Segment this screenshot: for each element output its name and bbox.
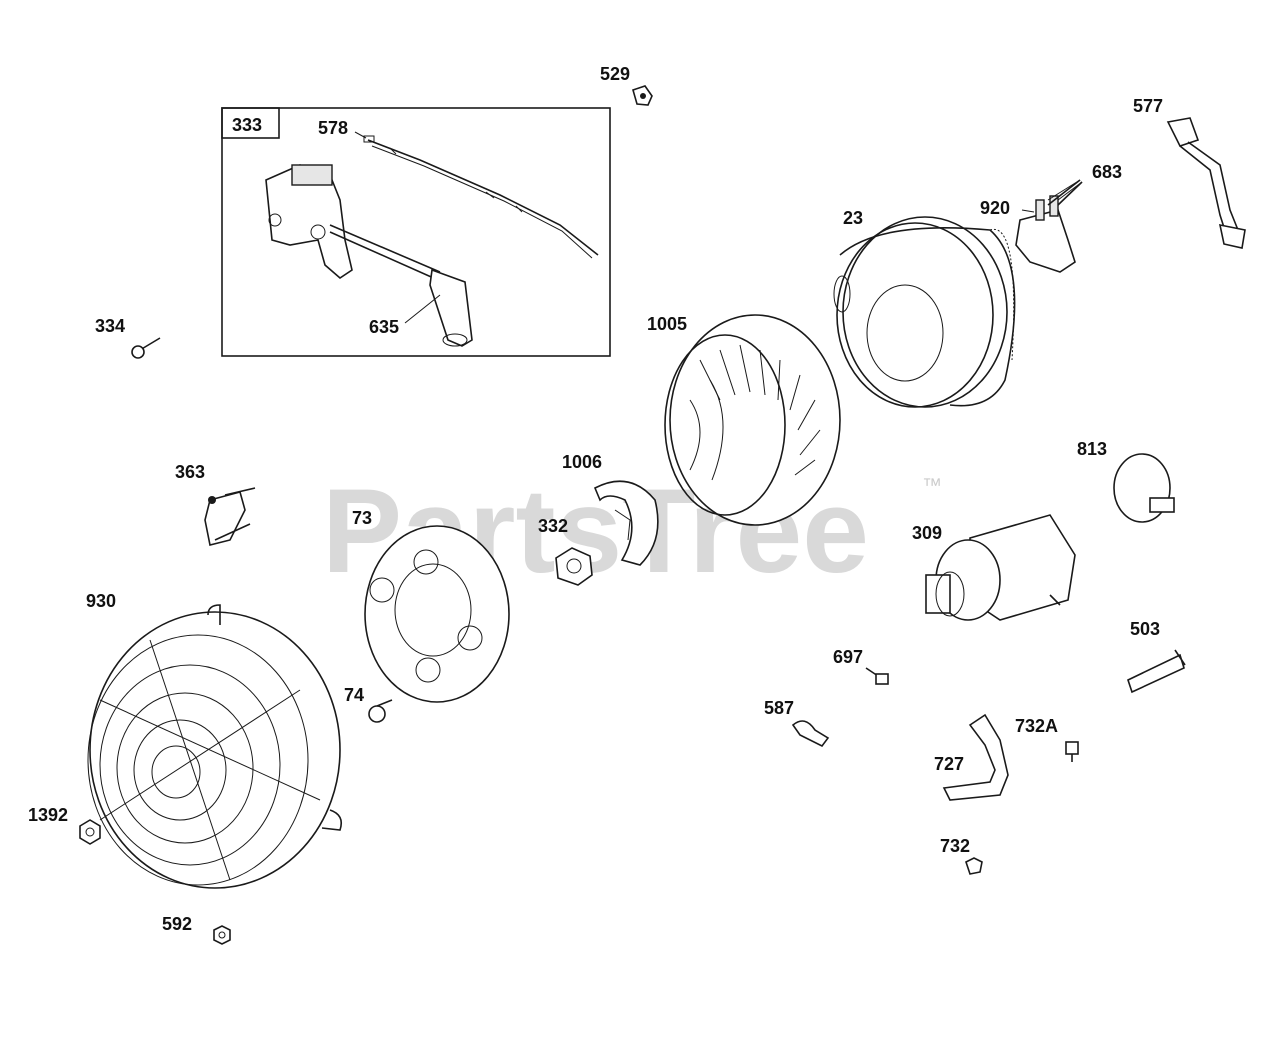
watermark-trademark: ™ [922, 475, 942, 497]
label-683: 683 [1092, 162, 1122, 182]
label-503: 503 [1130, 619, 1160, 639]
part-503-bracket[interactable] [1127, 649, 1186, 694]
label-23: 23 [843, 208, 863, 228]
part-23-flywheel[interactable] [833, 216, 1016, 408]
label-578: 578 [318, 118, 348, 138]
part-1006-plate[interactable] [593, 480, 659, 566]
part-930-guard[interactable] [87, 604, 343, 889]
part-920-solenoid[interactable] [1015, 179, 1083, 273]
label-334: 334 [95, 316, 125, 336]
part-578-wire[interactable] [363, 135, 599, 259]
label-732: 732 [940, 836, 970, 856]
part-577-spark-boot[interactable] [1166, 117, 1246, 249]
part-332-nut[interactable] [555, 547, 593, 586]
label-333: 333 [232, 115, 262, 135]
label-592: 592 [162, 914, 192, 934]
part-363-bracket[interactable] [204, 487, 256, 546]
label-697: 697 [833, 647, 863, 667]
part-732A-screw[interactable] [1065, 741, 1079, 762]
part-587-clip[interactable] [791, 720, 830, 748]
part-1005-fan[interactable] [664, 314, 841, 526]
part-1392-nut[interactable] [79, 819, 101, 845]
leader-lines [354, 131, 1083, 324]
label-73: 73 [352, 508, 372, 528]
label-1006: 1006 [562, 452, 602, 472]
label-635: 635 [369, 317, 399, 337]
part-813-clamp[interactable] [1113, 453, 1175, 523]
label-732A: 732A [1015, 716, 1058, 736]
label-813: 813 [1077, 439, 1107, 459]
part-ignition-module[interactable] [265, 164, 473, 347]
part-529-nut[interactable] [632, 85, 653, 106]
part-74-screw[interactable] [368, 699, 393, 723]
part-labels: 529 577 578 683 920 23 334 635 1005 813 … [28, 64, 1163, 934]
part-73-cover[interactable] [364, 525, 510, 703]
label-309: 309 [912, 523, 942, 543]
label-1392: 1392 [28, 805, 68, 825]
part-727-bracket[interactable] [942, 713, 1009, 801]
label-529: 529 [600, 64, 630, 84]
label-920: 920 [980, 198, 1010, 218]
part-334-screw[interactable] [131, 337, 161, 359]
part-697-screw[interactable] [865, 667, 889, 685]
label-587: 587 [764, 698, 794, 718]
label-332: 332 [538, 516, 568, 536]
kit-box-333[interactable]: 333 [221, 107, 611, 357]
label-577: 577 [1133, 96, 1163, 116]
label-363: 363 [175, 462, 205, 482]
label-930: 930 [86, 591, 116, 611]
label-727: 727 [934, 754, 964, 774]
part-309-starter[interactable] [925, 514, 1076, 621]
label-1005: 1005 [647, 314, 687, 334]
part-732-screw[interactable] [965, 857, 983, 875]
part-592-nut[interactable] [213, 925, 231, 945]
label-74: 74 [344, 685, 364, 705]
